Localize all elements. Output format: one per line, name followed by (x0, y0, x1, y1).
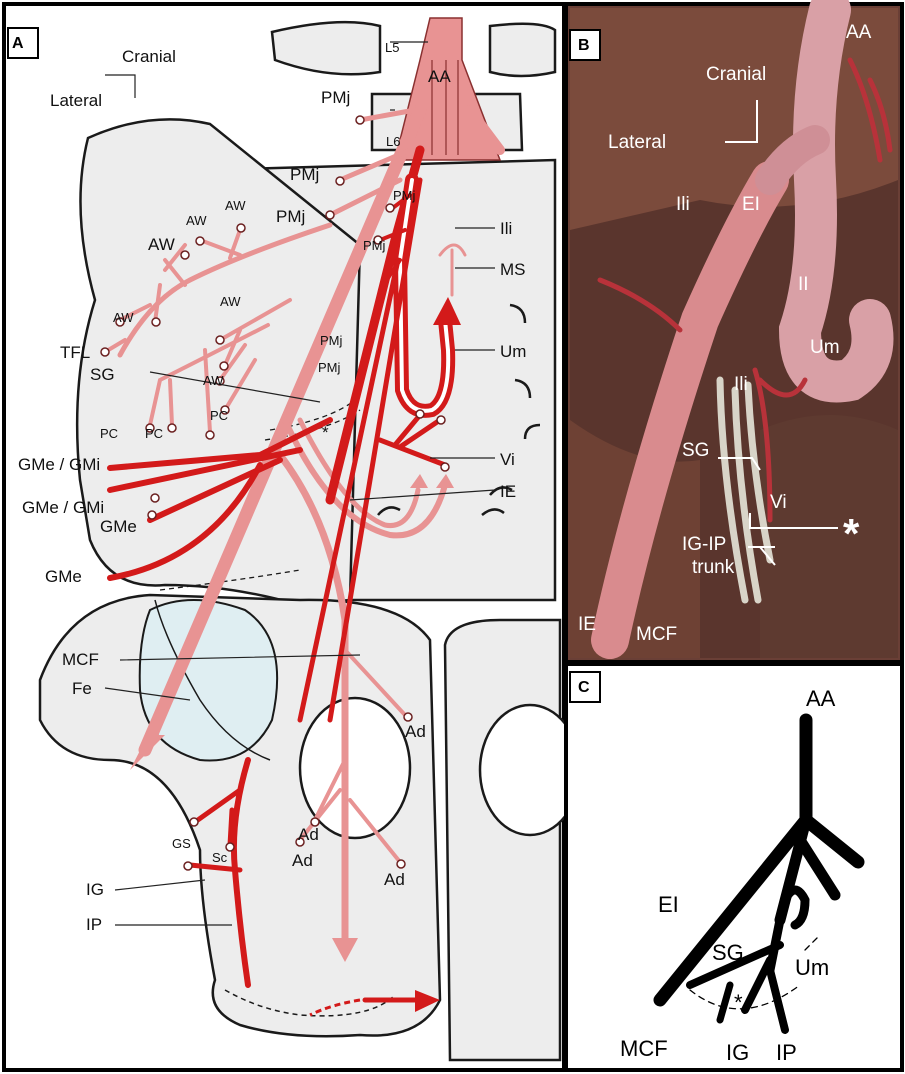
label-fe: Fe (72, 679, 92, 698)
photo-label-vi: Vi (770, 492, 787, 513)
photo-label-cranial: Cranial (706, 64, 766, 85)
label-asterisk-a: * (322, 423, 329, 442)
label-tfl: TFL (60, 343, 90, 362)
label-gme-gmi-2: GMe / GMi (22, 498, 104, 517)
photo-label-ili-1: Ili (676, 194, 690, 215)
label-gme-gmi-1: GMe / GMi (18, 455, 100, 474)
label-ili: Ili (500, 219, 512, 238)
label-pc-1: PC (100, 426, 118, 441)
label-sg: SG (90, 365, 115, 384)
photo-label-ii: II (798, 274, 809, 295)
photo-label-um: Um (810, 337, 840, 358)
label-pmj-small-2: PMj (363, 238, 386, 253)
label-pmj-small-4: PMj (318, 360, 341, 375)
photo-label-ie: IE (578, 614, 596, 635)
label-vi: Vi (500, 450, 515, 469)
label-pmj-1: PMj (321, 88, 350, 107)
orientation-lateral: Lateral (50, 91, 102, 110)
panel-b-letter: B (578, 37, 590, 54)
label-aw-6: AW (203, 373, 224, 388)
vertebra-l5-label: L5 (385, 40, 399, 55)
schematic-label-ip: IP (776, 1040, 797, 1065)
label-ad-2: Ad (298, 825, 319, 844)
panel-a-letter: A (12, 35, 24, 52)
photo-label-mcf: MCF (636, 624, 677, 645)
label-sc: Sc (212, 850, 228, 865)
orientation-cranial: Cranial (122, 47, 176, 66)
label-mcf: MCF (62, 650, 99, 669)
label-aw-3: AW (148, 235, 175, 254)
label-aw-5: AW (220, 294, 241, 309)
photo-label-ig-ip-1: IG-IP (682, 534, 726, 555)
pubis-right (445, 620, 560, 1060)
label-pc-2: PC (145, 426, 163, 441)
schematic-label-ei: EI (658, 892, 679, 917)
label-aw-1: AW (225, 198, 246, 213)
photo-label-ei: EI (742, 194, 760, 215)
panel-b: B AA Cranial Lateral Ili EI II Um Ili SG… (566, 4, 902, 662)
label-ad-4: Ad (384, 870, 405, 889)
label-pmj-small-3: PMj (320, 333, 343, 348)
panel-c: C AA EI SG Um * MCF IG IP (566, 664, 902, 1070)
label-ad-1: Ad (405, 722, 426, 741)
label-um: Um (500, 342, 526, 361)
label-ms: MS (500, 260, 526, 279)
photo-label-ig-ip-2: trunk (692, 557, 735, 578)
label-gme-1: GMe (100, 517, 137, 536)
photo-label-asterisk: * (843, 510, 860, 557)
label-gme-2: GMe (45, 567, 82, 586)
label-pmj-2: PMj (290, 165, 319, 184)
panel-a: A Cranial Lateral L5 L6 AA PMj PMj PMj P… (4, 4, 580, 1070)
label-ip: IP (86, 915, 102, 934)
label-aw-2: AW (186, 213, 207, 228)
label-ig: IG (86, 880, 104, 899)
vertebra-l6-label: L6 (386, 134, 400, 149)
panel-c-letter: C (578, 679, 590, 696)
label-ie: IE (500, 482, 516, 501)
photo-label-sg: SG (682, 440, 709, 461)
schematic-label-aa: AA (806, 686, 836, 711)
photo-label-aa: AA (846, 22, 872, 43)
label-gs: GS (172, 836, 191, 851)
label-aa: AA (428, 67, 451, 86)
schematic-label-um: Um (795, 955, 829, 980)
photo-label-lateral: Lateral (608, 132, 666, 153)
photo-tissue-right (760, 415, 898, 658)
label-pc-3: PC (210, 408, 228, 423)
label-aw-4: AW (113, 310, 134, 325)
label-pmj-small-1: PMj (393, 188, 416, 203)
schematic-label-sg: SG (712, 940, 744, 965)
schematic-label-asterisk: * (734, 990, 743, 1015)
schematic-label-mcf: MCF (620, 1036, 668, 1061)
vertebra-l5-right (490, 24, 555, 76)
label-ad-3: Ad (292, 851, 313, 870)
schematic-label-ig: IG (726, 1040, 749, 1065)
label-pmj-3: PMj (276, 207, 305, 226)
photo-label-ili-2: Ili (734, 374, 748, 395)
